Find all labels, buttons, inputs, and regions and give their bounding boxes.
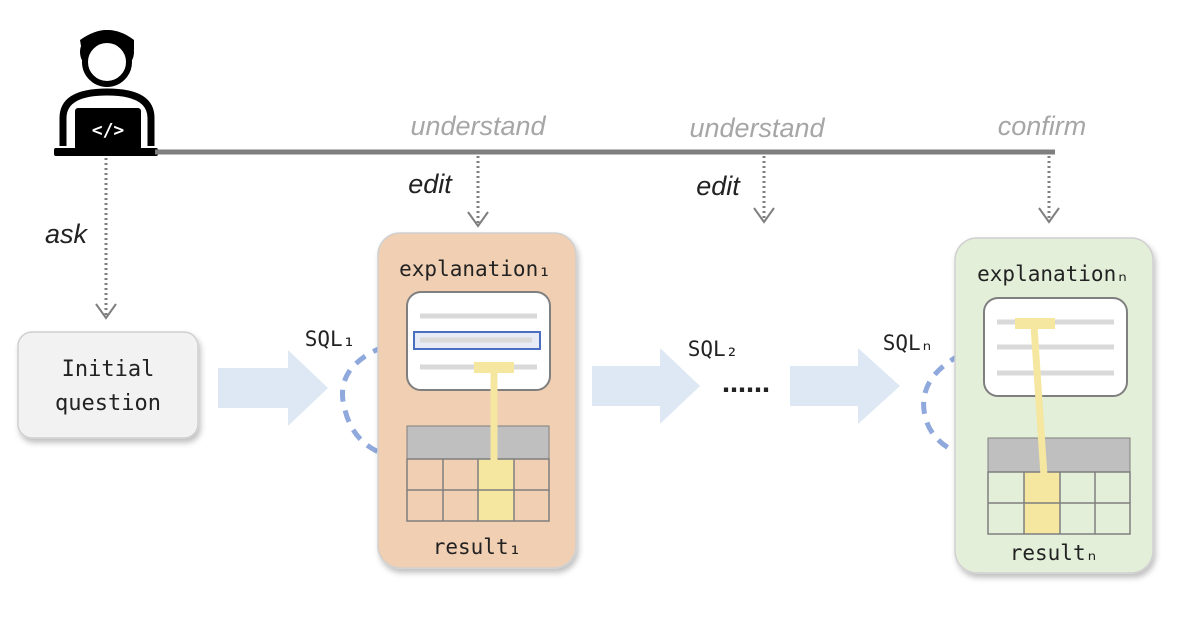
laptop-code-symbol: </>	[92, 120, 125, 141]
flow-arrow-1	[218, 350, 328, 426]
dashed-link-1	[339, 337, 416, 472]
understand-label-1: understand	[410, 111, 546, 141]
sql-label-n: SQLₙ	[883, 331, 934, 355]
highlight-connector-n	[1015, 318, 1055, 477]
flow-arrow-3	[790, 348, 900, 424]
explanation-label-1: explanation₁	[399, 257, 551, 281]
result-table-n	[987, 437, 1131, 535]
highlight-connector-1	[474, 362, 514, 462]
sql-label-1: SQL₁	[305, 327, 356, 351]
understand-label-2: understand	[689, 113, 825, 143]
ask-arrow	[95, 158, 117, 320]
explanation-panel-1: explanation₁ result₁	[377, 232, 577, 569]
explanation-panel-n: explanationₙ resultₙ	[954, 237, 1154, 574]
explanation-card-1	[406, 291, 551, 391]
edit-label-2: edit	[696, 171, 741, 201]
ask-label: ask	[45, 219, 89, 249]
initial-question-line-1: Initial	[62, 357, 155, 382]
understand-arrow-2	[753, 156, 775, 224]
initial-question-box: Initial question	[17, 331, 199, 439]
explanation-card-n	[983, 297, 1128, 397]
result-label-n: resultₙ	[1010, 541, 1099, 565]
laptop-screen	[75, 108, 141, 150]
ellipsis: ……	[722, 370, 770, 398]
result-table-1	[406, 425, 550, 522]
flow-arrow-2	[592, 348, 700, 424]
confirm-arrow	[1038, 156, 1060, 224]
user-body	[59, 88, 155, 146]
initial-question-line-2: question	[55, 391, 161, 416]
user-head	[82, 37, 132, 87]
sql-label-2: SQL₂	[688, 337, 739, 361]
explanation-label-n: explanationₙ	[977, 262, 1129, 286]
understand-arrow-1	[467, 156, 489, 228]
confirm-label: confirm	[998, 111, 1087, 141]
result-label-1: result₁	[433, 535, 522, 559]
laptop-base	[54, 148, 158, 156]
edit-label-1: edit	[408, 169, 453, 199]
user-fringe	[80, 30, 134, 52]
user-with-laptop-icon: </>	[54, 30, 158, 156]
